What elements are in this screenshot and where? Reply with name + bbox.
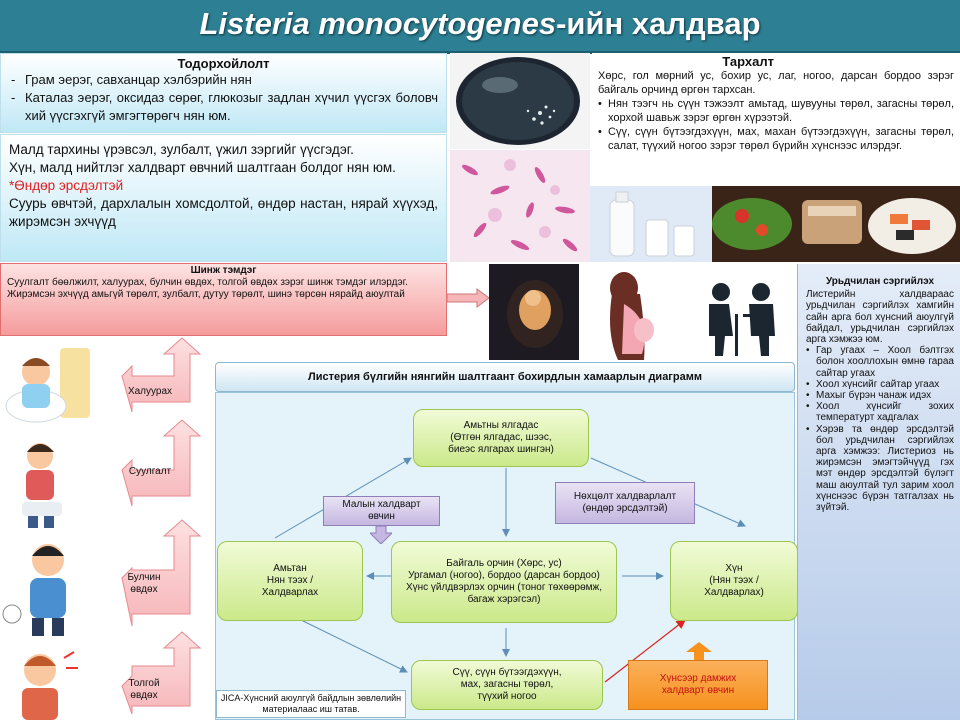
- prevention-heading: Урьдчилан сэргийлэх: [825, 276, 935, 287]
- livestock-infection-text: Малын халдварт өвчин: [342, 499, 421, 522]
- livestock-infection-box: Малын халдварт өвчин: [323, 496, 440, 526]
- pain-child-image: [0, 530, 96, 640]
- title-latin: Listeria monocytogenes: [199, 6, 557, 41]
- spread-heading: Тархалт: [722, 54, 774, 69]
- nosocomial-infection-box: Нөхцөлт халдварлалт (өндөр эрсдэлтэй): [555, 482, 695, 524]
- fever-arrow: [121, 337, 202, 413]
- pregnancy-arrow: [447, 288, 490, 308]
- animal-box: Амьтан Нян тээх / Халдварлах: [217, 541, 363, 621]
- disease-line: Хүн, малд нийтлэг халдварт өвчний шалтга…: [9, 160, 396, 175]
- definition-heading: Тодорхойлолт: [177, 56, 270, 71]
- food-products-box: Сүү, сүүн бүтээгдэхүүн, мах, загасны төр…: [411, 660, 603, 710]
- diagram-title-bar: Листерия бүлгийн нянгийн шалтгаант бохир…: [215, 362, 795, 392]
- petri-dish-photo: [450, 53, 590, 149]
- symptom-label-diarrhea: Суулгалт: [128, 466, 172, 477]
- symptom-label-headache: Толгой өвдөх: [128, 678, 160, 701]
- spread-panel: Тархалт Хөрс, гол мөрний ус, бохир ус, л…: [592, 53, 960, 185]
- definition-item: Грам эерэг, савханцар хэлбэрийн нян: [9, 71, 438, 89]
- fetus-photo: [489, 264, 579, 360]
- symptom-label-muscle-pain: Булчин өвдөх: [127, 572, 161, 595]
- title-suffix: -ийн халдвар: [556, 6, 761, 41]
- diagram-title: Листерия бүлгийн нянгийн шалтгаант бохир…: [307, 371, 703, 383]
- prevention-bullet: Хоол хүнсийг сайтар угаах: [806, 379, 954, 390]
- environment-text: Байгаль орчин (Хөрс, ус) Ургамал (ногоо)…: [405, 558, 603, 605]
- disease-line: Суурь өвчтэй, дархлалын хомсдолтой, өндө…: [9, 196, 438, 229]
- symptom-arrows: [121, 337, 202, 715]
- spread-bullet: Нян тээгч нь сүүн тэжээлт амьтад, шувуун…: [598, 97, 954, 125]
- spread-bullet: Сүү, сүүн бүтээгдэхүүн, мах, махан бүтээ…: [598, 125, 954, 153]
- foodborne-up-arrow: [686, 642, 712, 660]
- animal-feces-text: Амьтны ялгадас (Өтгөн ялгадас, шээс, бие…: [448, 420, 554, 455]
- symptoms-panel: Шинж тэмдэг Суулгалт бөөлжилт, халуурах,…: [0, 263, 447, 336]
- elderly-people-icon: [685, 264, 795, 360]
- symptoms-text: Жирэмсэн эхчүүд амьгүй төрөлт, зулбалт, …: [7, 289, 405, 300]
- foodborne-disease-text: Хүнсээр дамжих халдварт өвчин: [659, 673, 737, 696]
- animal-text: Амьтан Нян тээх / Халдварлах: [261, 563, 319, 598]
- prevention-bullet: Хоол хүнсийг зохих температурт хадгалах: [806, 401, 954, 423]
- disease-panel: Малд тархины үрэвсэл, зулбалт, үжил зэрг…: [0, 134, 447, 262]
- human-box: Хүн (Нян тээх / Халдварлах): [670, 541, 798, 621]
- source-text: JICA-Хүнсний аюулгүй байдлын зөвлөлийн м…: [220, 693, 402, 714]
- pregnant-woman-image: [582, 264, 682, 360]
- human-text: Хүн (Нян тээх / Халдварлах): [704, 563, 764, 598]
- spread-intro: Хөрс, гол мөрний ус, бохир ус, лаг, ного…: [598, 70, 954, 96]
- title-bar: [0, 0, 960, 54]
- prevention-panel: Урьдчилан сэргийлэх Листерийн халдвараас…: [797, 264, 960, 720]
- animal-feces-box: Амьтны ялгадас (Өтгөн ялгадас, шээс, бие…: [413, 409, 589, 467]
- milk-photo: [590, 186, 712, 262]
- environment-box: Байгаль орчин (Хөрс, ус) Ургамал (ногоо)…: [391, 541, 617, 623]
- definition-panel: Тодорхойлолт Грам эерэг, савханцар хэлбэ…: [0, 53, 447, 133]
- risk-text: *Өндөр эрсдэлтэй: [9, 178, 124, 193]
- definition-item: Каталаз эерэг, оксидаз сөрөг, глюкозыг з…: [9, 89, 438, 125]
- page-title: Listeria monocytogenes-ийн халдвар: [0, 6, 960, 42]
- prevention-bullet: Хэрэв та өндөр эрсдэлтэй бол урьдчилан с…: [806, 424, 954, 514]
- symptoms-heading: Шинж тэмдэг: [190, 265, 257, 276]
- fever-child-image: [0, 336, 96, 430]
- diarrhea-arrow: [121, 419, 202, 507]
- prevention-bullet: Махыг бүрэн чанаж идэх: [806, 390, 954, 401]
- diarrhea-child-image: [0, 430, 96, 530]
- stained-bacteria-photo: [450, 150, 590, 262]
- headache-arrow: [121, 631, 202, 715]
- food-photo: [712, 186, 960, 262]
- prevention-bullet: Гар угаах – Хоол бэлтгэх болон хооллохын…: [806, 345, 954, 379]
- livestock-down-arrow: [370, 526, 392, 544]
- symptoms-text: Суулгалт бөөлжилт, халуурах, булчин өвдө…: [7, 277, 408, 288]
- nosocomial-infection-text: Нөхцөлт халдварлалт (өндөр эрсдэлтэй): [573, 491, 677, 514]
- food-products-text: Сүү, сүүн бүтээгдэхүүн, мах, загасны төр…: [452, 667, 562, 702]
- symptom-label-fever: Халуурах: [127, 386, 173, 397]
- foodborne-disease-box: Хүнсээр дамжих халдварт өвчин: [628, 660, 768, 710]
- prevention-intro: Листерийн халдвараас урьдчилан сэргийлэх…: [806, 289, 954, 346]
- disease-line: Малд тархины үрэвсэл, зулбалт, үжил зэрг…: [9, 142, 354, 157]
- muscle-pain-arrow: [121, 519, 202, 627]
- source-note: JICA-Хүнсний аюулгүй байдлын зөвлөлийн м…: [216, 690, 406, 718]
- headache-child-image: [0, 640, 96, 720]
